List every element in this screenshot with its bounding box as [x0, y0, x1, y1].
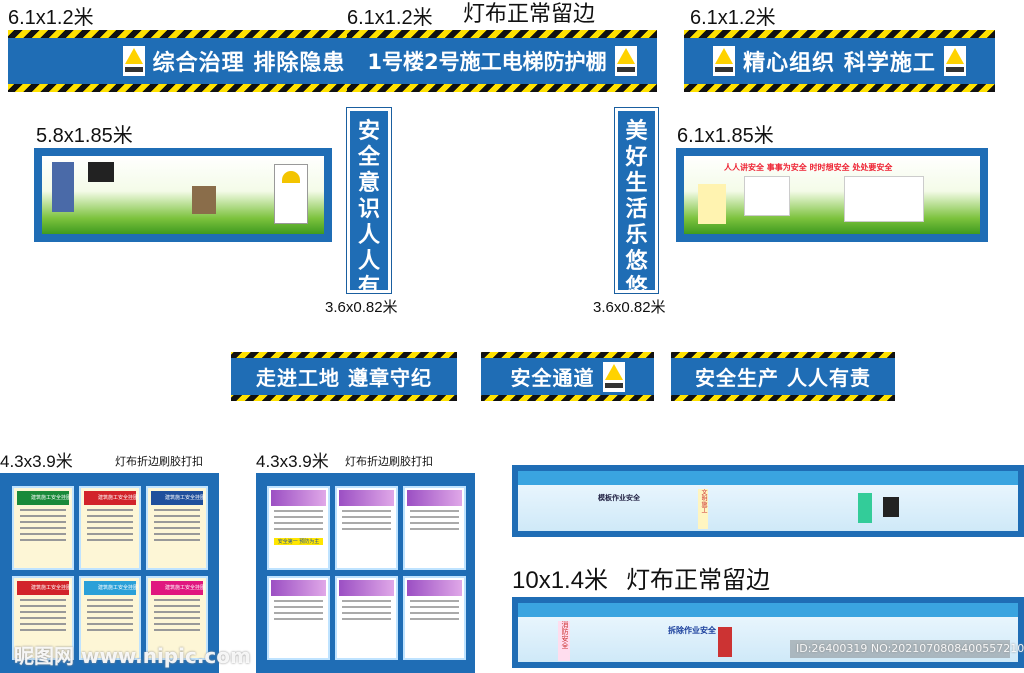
pavilion-illustration: [192, 186, 216, 214]
text-box: [698, 184, 726, 224]
long-banner-upper: 模板作业安全 文明施工: [512, 465, 1024, 537]
board-illustration: [88, 162, 114, 182]
note-label: 灯布正常留边: [463, 1, 596, 26]
banner-careful-organization: 精心组织 科学施工: [684, 30, 995, 92]
size-label: 4.3x3.9米: [256, 452, 329, 471]
construction-safety-board: 建筑施工安全挂图建筑施工安全挂图建筑施工安全挂图建筑施工安全挂图建筑施工安全挂图…: [0, 473, 219, 673]
safety-panel-left: [34, 148, 332, 242]
banner-char: 全: [357, 145, 380, 170]
worker-portrait: [274, 164, 308, 224]
banner-slogan: 安全生产 人人有责: [695, 366, 871, 390]
equipment-illustration: [858, 493, 872, 523]
safety-knowledge-board: 安全第一 预防为主: [256, 473, 475, 673]
building-illustration: [718, 627, 732, 657]
section-title: 拆除作业安全: [668, 626, 716, 635]
banner-char: 人: [357, 223, 380, 248]
banner-safety-passage: 安全通道: [481, 352, 654, 401]
banner-char: 悠: [625, 249, 648, 274]
size-label: 3.6x0.82米: [325, 299, 398, 316]
watermark-site: 昵图网 www.nipic.com: [14, 644, 251, 668]
size-label: 4.3x3.9米: [0, 452, 73, 471]
banner-slogan: 安全通道: [510, 366, 595, 390]
poster-title: 建筑施工安全挂图: [84, 491, 138, 505]
side-title: 消防安全: [558, 621, 570, 661]
poster-title: 建筑施工安全挂图: [84, 581, 138, 595]
size-label: 6.1x1.85米: [677, 125, 774, 147]
size-label: 3.6x0.82米: [593, 299, 666, 316]
banner-char: 生: [625, 171, 648, 196]
banner-slogan: 综合治理 排除隐患: [152, 51, 346, 76]
note-label: 灯布折边刷胶打扣: [115, 456, 203, 468]
safety-panel-right: 人人讲安全 事事为安全 时时想安全 处处要安全: [676, 148, 988, 242]
safety-poster: 建筑施工安全挂图: [146, 486, 208, 570]
electric-warning-icon: [713, 46, 736, 76]
safety-poster: [403, 486, 466, 570]
poster-title: 建筑施工安全挂图: [17, 581, 71, 595]
poster-title: 建筑施工安全挂图: [151, 491, 205, 505]
size-value: 10x1.4米: [512, 567, 609, 594]
size-label: 6.1x1.2米: [690, 7, 776, 29]
vertical-banner-safety-awareness: 安 全 意 识 人 人 有: [346, 107, 392, 300]
banner-slogan: 走进工地 遵章守纪: [256, 366, 432, 390]
warning-sign-icon: [122, 46, 145, 76]
watermark-id: ID:26400319 NO:20210708084005572105: [796, 642, 1024, 655]
safety-poster: [267, 576, 330, 660]
poster-title: 建筑施工安全挂图: [17, 491, 71, 505]
equipment-illustration: [883, 497, 899, 517]
size-label: 6.1x1.2米: [8, 7, 94, 29]
banner-char: 安: [357, 119, 380, 144]
size-label: 5.8x1.85米: [36, 125, 133, 147]
banner-char: 有: [357, 275, 380, 300]
banner-char: 乐: [625, 223, 648, 248]
banner-char: 识: [357, 197, 380, 222]
safety-poster: 建筑施工安全挂图: [146, 576, 208, 660]
banner-safety-production: 安全生产 人人有责: [671, 352, 895, 401]
section-title: 模板作业安全: [598, 494, 640, 502]
banner-slogan: 1号楼2号施工电梯防护棚: [367, 50, 607, 74]
banner-char: 活: [625, 197, 648, 222]
safety-poster: 建筑施工安全挂图: [12, 576, 74, 660]
banner-elevator-shed: 1号楼2号施工电梯防护棚: [347, 30, 657, 92]
text-box: [844, 176, 924, 222]
warning-sign-icon: [614, 46, 637, 76]
safety-poster: [403, 576, 466, 660]
side-title: 文明施工: [698, 489, 708, 529]
banner-enter-site: 走进工地 遵章守纪: [231, 352, 457, 401]
safety-poster: 建筑施工安全挂图: [79, 486, 141, 570]
safety-poster: [335, 576, 398, 660]
text-box: [744, 176, 790, 216]
size-label: 6.1x1.2米: [347, 7, 433, 29]
banner-char: 悠: [625, 275, 648, 300]
long-banner-lower: 拆除作业安全 消防安全: [512, 597, 1024, 668]
note-label: 灯布正常留边: [626, 567, 771, 594]
banner-slogan: 精心组织 科学施工: [743, 51, 936, 76]
warning-sign-icon: [943, 46, 966, 76]
banner-char: 美: [625, 119, 648, 144]
safety-poster: 安全第一 预防为主: [267, 486, 330, 570]
note-label: 灯布折边刷胶打扣: [345, 456, 433, 468]
size-label: 10x1.4米灯布正常留边: [512, 567, 771, 594]
banner-char: 意: [357, 171, 380, 196]
safety-poster: 建筑施工安全挂图: [79, 576, 141, 660]
vertical-banner-good-life: 美 好 生 活 乐 悠 悠: [614, 107, 659, 300]
panel-headline: 人人讲安全 事事为安全 时时想安全 处处要安全: [724, 163, 893, 172]
safety-poster: [335, 486, 398, 570]
banner-char: 好: [625, 145, 648, 170]
safety-poster: 建筑施工安全挂图: [12, 486, 74, 570]
banner-char: 人: [357, 249, 380, 274]
poster-slogan: 安全第一 预防为主: [274, 538, 323, 545]
poster-title: 建筑施工安全挂图: [151, 581, 205, 595]
worker-illustration: [52, 162, 74, 212]
warning-sign-icon: [602, 361, 625, 392]
